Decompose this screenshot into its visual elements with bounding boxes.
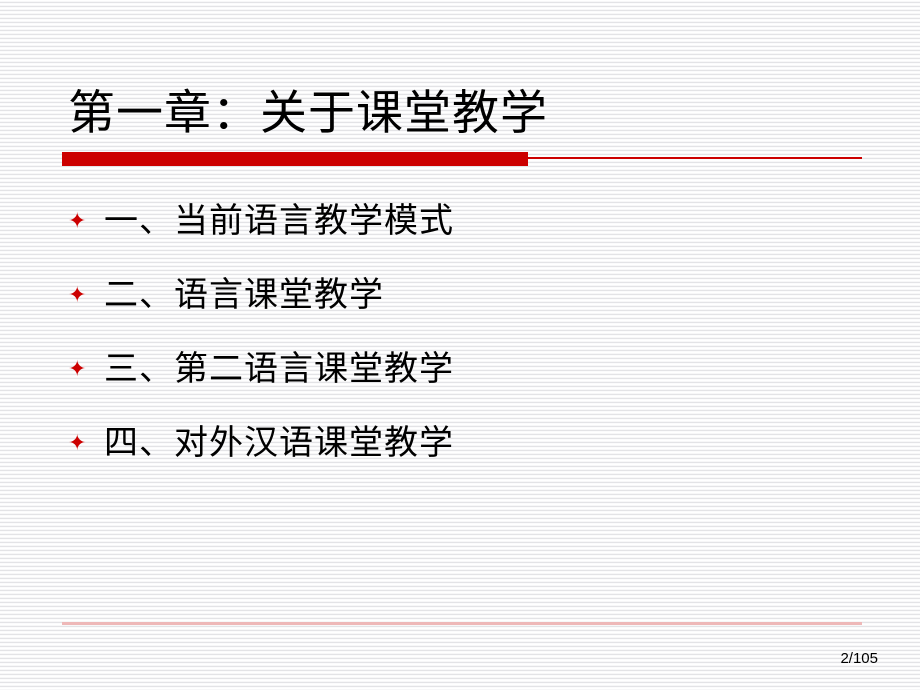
outline-list: ✦ 一、当前语言教学模式 ✦ 二、语言课堂教学 ✦ 三、第二语言课堂教学 ✦ 四… bbox=[62, 196, 862, 492]
title-underline-thin bbox=[528, 157, 862, 159]
list-item-label: 四、对外汉语课堂教学 bbox=[104, 425, 454, 462]
list-item: ✦ 一、当前语言教学模式 bbox=[62, 196, 862, 248]
four-pointed-star-icon: ✦ bbox=[68, 283, 87, 308]
slide-title-block: 第一章：关于课堂教学 bbox=[62, 82, 882, 172]
four-pointed-star-icon: ✦ bbox=[68, 357, 87, 382]
list-item: ✦ 三、第二语言课堂教学 bbox=[62, 344, 862, 396]
list-item-label: 三、第二语言课堂教学 bbox=[104, 351, 454, 388]
list-item: ✦ 四、对外汉语课堂教学 bbox=[62, 418, 862, 470]
page-number: 2/105 bbox=[840, 650, 878, 667]
footer-divider bbox=[62, 622, 862, 625]
title-underline-thick bbox=[62, 152, 528, 166]
list-item-label: 一、当前语言教学模式 bbox=[104, 203, 454, 240]
page-title: 第一章：关于课堂教学 bbox=[68, 88, 548, 140]
list-item-label: 二、语言课堂教学 bbox=[104, 277, 384, 314]
four-pointed-star-icon: ✦ bbox=[68, 209, 87, 234]
four-pointed-star-icon: ✦ bbox=[68, 431, 87, 456]
list-item: ✦ 二、语言课堂教学 bbox=[62, 270, 862, 322]
